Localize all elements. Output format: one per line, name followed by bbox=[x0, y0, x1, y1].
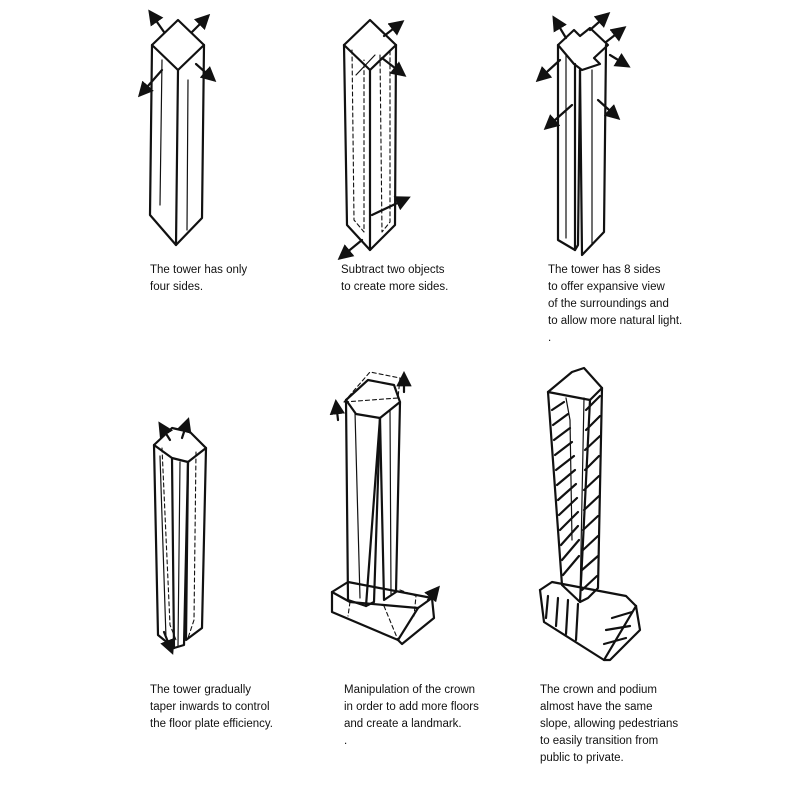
caption-tapering: The tower gradually taper inwards to con… bbox=[150, 682, 340, 733]
caption-line: four sides. bbox=[150, 281, 204, 293]
caption-line: The tower gradually bbox=[150, 684, 251, 696]
tower-sketch-tapering bbox=[152, 417, 208, 655]
caption-subtract-objects: Subtract two objects to create more side… bbox=[341, 262, 531, 296]
caption-line: to easily transition from bbox=[540, 735, 659, 747]
direction-arrow-icon bbox=[337, 20, 411, 260]
caption-crown-manipulation: Manipulation of the crown in order to ad… bbox=[344, 682, 534, 750]
tower-sketch-four-sides bbox=[137, 9, 217, 247]
caption-line: The crown and podium bbox=[540, 684, 657, 696]
caption-line: and create a landmark. bbox=[344, 718, 462, 730]
caption-four-sides: The tower has only four sides. bbox=[150, 262, 340, 296]
direction-arrow-icon bbox=[535, 11, 631, 131]
tower-sketch-subtract-objects bbox=[337, 18, 411, 260]
tower-sketch-eight-sides bbox=[535, 11, 631, 257]
caption-line: the floor plate efficiency. bbox=[150, 718, 273, 730]
caption-line: public to private. bbox=[540, 752, 624, 764]
direction-arrow-icon bbox=[158, 417, 192, 655]
caption-line: The tower has 8 sides bbox=[548, 264, 661, 276]
direction-arrow-icon bbox=[137, 9, 217, 98]
caption-line: to offer expansive view bbox=[548, 281, 665, 293]
caption-line: Manipulation of the crown bbox=[344, 684, 476, 696]
caption-line: to create more sides. bbox=[341, 281, 449, 293]
caption-crown-podium: The crown and podium almost have the sam… bbox=[540, 682, 730, 767]
caption-eight-sides: The tower has 8 sides to offer expansive… bbox=[548, 262, 738, 347]
caption-line: to allow more natural light. bbox=[548, 315, 683, 327]
caption-line: taper inwards to control bbox=[150, 701, 270, 713]
caption-line: slope, allowing pedestrians bbox=[540, 718, 679, 730]
caption-line: . bbox=[344, 735, 348, 747]
tower-sketch-final-hatched bbox=[538, 366, 642, 662]
caption-line: The tower has only bbox=[150, 264, 248, 276]
tower-sketch-crown-manipulation bbox=[329, 370, 440, 646]
caption-line: of the surroundings and bbox=[548, 298, 669, 310]
caption-line: in order to add more floors bbox=[344, 701, 479, 713]
caption-line: . bbox=[548, 332, 552, 344]
caption-line: almost have the same bbox=[540, 701, 653, 713]
direction-arrow-icon bbox=[329, 370, 440, 603]
caption-line: Subtract two objects bbox=[341, 264, 445, 276]
